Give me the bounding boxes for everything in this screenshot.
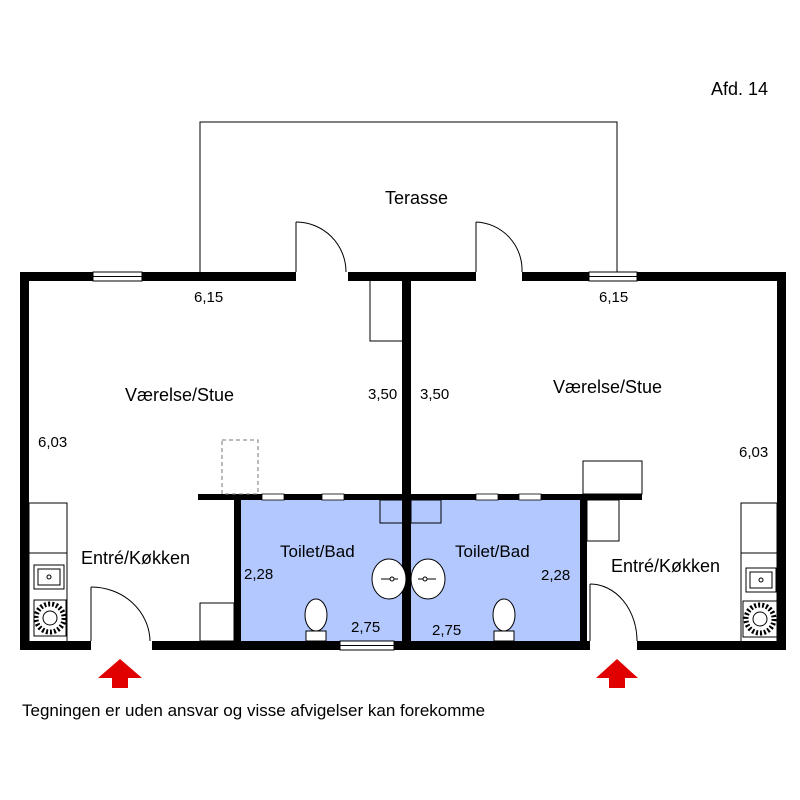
terrace-label: Terasse xyxy=(385,188,448,208)
left-bath-height-label: 2,28 xyxy=(244,566,273,583)
right-room-label: Værelse/Stue xyxy=(553,377,662,397)
left-bath-width-label: 2,75 xyxy=(351,619,380,636)
toilet-icon xyxy=(304,598,516,642)
entrance-arrow-icon xyxy=(98,659,638,688)
right-bath-width-label: 2,75 xyxy=(432,622,461,639)
sink-icon xyxy=(33,564,777,593)
left-width-label: 6,15 xyxy=(194,289,223,306)
left-depth-label: 6,03 xyxy=(38,434,67,451)
disclaimer-text: Tegningen er uden ansvar og visse afvige… xyxy=(22,701,485,720)
washbasin-icon xyxy=(371,558,446,600)
entrance-doors xyxy=(90,583,638,642)
cabinets xyxy=(28,281,778,644)
stove-icon xyxy=(33,599,778,638)
right-width-label: 6,15 xyxy=(599,289,628,306)
left-kitchen-label: Entré/Køkken xyxy=(81,548,190,568)
left-divider-label: 3,50 xyxy=(368,386,397,403)
terrace-doors xyxy=(295,221,523,273)
terrace-outline xyxy=(199,121,618,272)
section-label: Afd. 14 xyxy=(711,79,768,99)
right-kitchen-label: Entré/Køkken xyxy=(611,556,720,576)
right-bath-height-label: 2,28 xyxy=(541,567,570,584)
right-bath-label: Toilet/Bad xyxy=(455,542,530,561)
walls xyxy=(20,272,786,650)
windows xyxy=(92,271,638,651)
dashed-fixture xyxy=(221,439,259,495)
right-depth-label: 6,03 xyxy=(739,444,768,461)
left-room-label: Værelse/Stue xyxy=(125,385,234,405)
left-bath-label: Toilet/Bad xyxy=(280,542,355,561)
right-divider-label: 3,50 xyxy=(420,386,449,403)
